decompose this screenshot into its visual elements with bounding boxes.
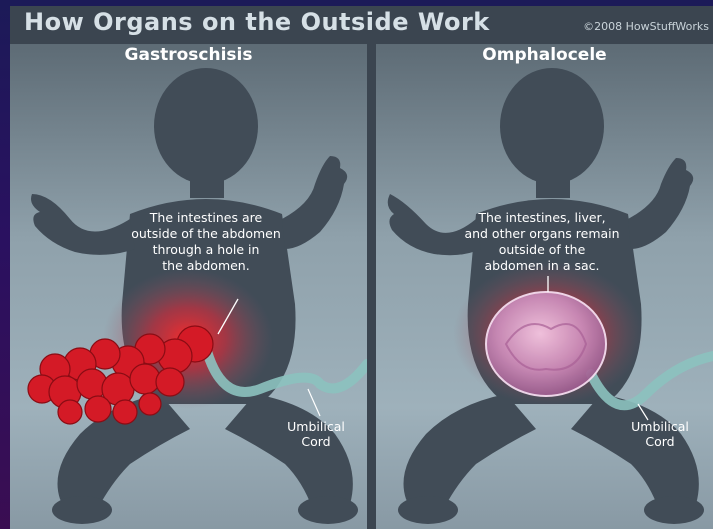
gastroschisis-panel: Gastroschisis The intestines are outside… [10,44,367,529]
omphalocele-cord-label: Umbilical Cord [620,419,700,449]
omphalocele-title: Omphalocele [376,45,713,65]
cord-label-line: Umbilical [276,419,356,434]
panel-divider [367,44,376,529]
caption-line: The intestines are [106,210,306,226]
caption-line: outside of the [432,242,652,258]
caption-line: and other organs remain [432,226,652,242]
omphalocele-sac [486,292,606,396]
title-bar: How Organs on the Outside Work ©2008 How… [10,6,713,44]
omphalocele-panel: Omphalocele The intestines, liver, and o… [376,44,713,529]
caption-line: The intestines, liver, [432,210,652,226]
gastroschisis-cord-label: Umbilical Cord [276,419,356,449]
cord-label-line: Umbilical [620,419,700,434]
copyright-notice: ©2008 HowStuffWorks [583,20,709,33]
gastroschisis-illustration [10,44,367,529]
omphalocele-illustration [376,44,713,529]
omphalocele-caption: The intestines, liver, and other organs … [432,210,652,274]
gastroschisis-caption: The intestines are outside of the abdome… [106,210,306,274]
gastroschisis-title: Gastroschisis [10,45,367,65]
caption-line: the abdomen. [106,258,306,274]
page-title: How Organs on the Outside Work [24,8,490,36]
cord-label-line: Cord [620,434,700,449]
caption-line: outside of the abdomen [106,226,306,242]
caption-line: through a hole in [106,242,306,258]
cord-pointer-line [308,389,320,416]
infographic-frame: How Organs on the Outside Work ©2008 How… [10,6,713,529]
caption-line: abdomen in a sac. [432,258,652,274]
cord-label-line: Cord [276,434,356,449]
